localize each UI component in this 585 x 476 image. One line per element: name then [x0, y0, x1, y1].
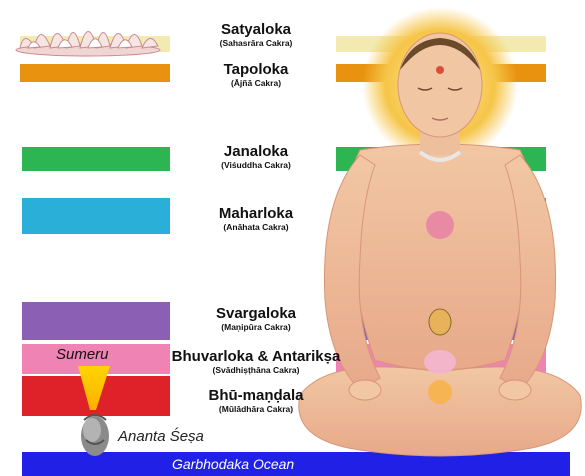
svargaloka-sub: (Maṇipūra Cakra) [156, 322, 356, 332]
lotus-icon [16, 31, 160, 56]
sumeru-beam [78, 366, 110, 410]
tapoloka-title: Tapoloka [156, 62, 356, 78]
label-bhuvarloka: Bhuvarloka & Antarikṣa (Svādhiṣṭhāna Cak… [146, 349, 366, 375]
bhuvarloka-sub: (Svādhiṣṭhāna Cakra) [146, 365, 366, 375]
muladhara-icon [428, 380, 452, 404]
anahata-icon [426, 211, 454, 239]
label-svargaloka: Svargaloka (Maṇipūra Cakra) [156, 306, 356, 332]
label-bhumandala: Bhū-maṇḍala (Mūlādhāra Cakra) [156, 388, 356, 414]
serpent-icon [81, 415, 109, 456]
satyaloka-title: Satyaloka [156, 22, 356, 38]
janaloka-title: Janaloka [156, 144, 356, 160]
bhuvarloka-title: Bhuvarloka & Antarikṣa [146, 349, 366, 365]
manipura-icon [429, 309, 451, 335]
maharloka-title: Maharloka [156, 206, 356, 222]
svargaloka-title: Svargaloka [156, 306, 356, 322]
maharloka-sub: (Anāhata Cakra) [156, 222, 356, 232]
bhumandala-title: Bhū-maṇḍala [156, 388, 356, 404]
label-tapoloka: Tapoloka (Ājñā Cakra) [156, 62, 356, 88]
label-maharloka: Maharloka (Anāhata Cakra) [156, 206, 356, 232]
label-sumeru: Sumeru [56, 346, 109, 363]
svadhisthana-icon [424, 350, 456, 374]
label-janaloka: Janaloka (Viśuddha Cakra) [156, 144, 356, 170]
label-ananta-sesa: Ananta Śeṣa [118, 428, 204, 445]
label-satyaloka: Satyaloka (Sahasrāra Cakra) [156, 22, 356, 48]
bhumandala-sub: (Mūlādhāra Cakra) [156, 404, 356, 414]
label-garbhodaka-ocean: Garbhodaka Ocean [172, 456, 294, 472]
tapoloka-sub: (Ājñā Cakra) [156, 78, 356, 88]
satyaloka-sub: (Sahasrāra Cakra) [156, 38, 356, 48]
janaloka-sub: (Viśuddha Cakra) [156, 160, 356, 170]
